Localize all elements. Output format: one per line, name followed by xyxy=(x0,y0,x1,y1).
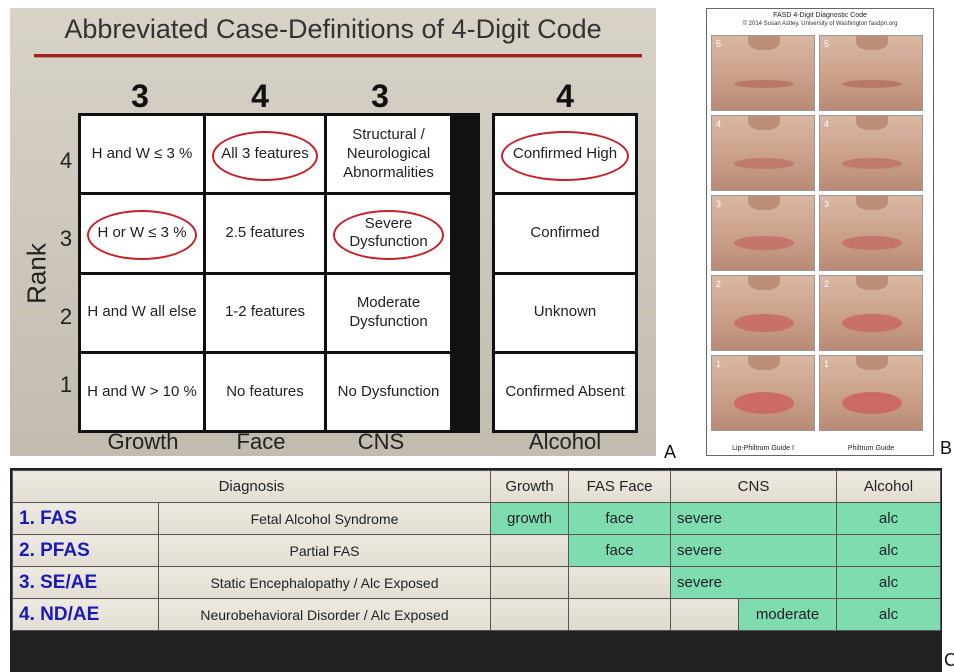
criterion-alcohol: alc xyxy=(836,566,942,599)
cell-face-4: All 3 features xyxy=(206,116,324,193)
guide-heading: FASD 4-Digit Diagnostic Code xyxy=(773,12,867,19)
criterion-cns: moderate xyxy=(737,598,838,631)
table-row: 1. FAS Fetal Alcohol Syndrome growth fac… xyxy=(12,502,942,535)
rank-axis-label: Rank xyxy=(21,243,52,304)
panel-a-title: Abbreviated Case-Definitions of 4-Digit … xyxy=(64,14,602,44)
table-row: 4. ND/AE Neurobehavioral Disorder / Alc … xyxy=(12,598,942,631)
cell-growth-3: H or W ≤ 3 % xyxy=(81,195,203,272)
code-digit-alcohol: 4 xyxy=(556,78,574,114)
level-number: 5 xyxy=(716,39,722,49)
column-label-cns: CNS xyxy=(357,429,405,454)
cell-alcohol-4: Confirmed High xyxy=(495,116,635,193)
criterion-growth: growth xyxy=(490,502,569,535)
criterion-growth xyxy=(490,566,569,599)
header-diagnosis: Diagnosis xyxy=(12,470,491,503)
case-definition-panel: Abbreviated Case-Definitions of 4-Digit … xyxy=(10,8,656,456)
criterion-face xyxy=(568,598,671,631)
cell-cns-3: Severe Dysfunction xyxy=(327,195,450,272)
table-row: 2. PFAS Partial FAS face severe alc xyxy=(12,534,942,567)
diagnosis-name: Neurobehavioral Disorder / Alc Exposed xyxy=(158,598,491,631)
column-label-face: Face xyxy=(236,429,286,454)
column-label-growth: Growth xyxy=(107,429,179,454)
criterion-cns-empty xyxy=(670,598,739,631)
lip-photo-profile: 1 xyxy=(819,355,923,431)
guide-footer-right: Philtrum Guide xyxy=(847,445,895,452)
criterion-cns: severe xyxy=(669,534,838,567)
cell-alcohol-1: Confirmed Absent xyxy=(495,353,635,430)
level-number: 3 xyxy=(716,199,722,209)
cell-growth-4: H and W ≤ 3 % xyxy=(81,116,203,193)
diagnosis-name: Partial FAS xyxy=(158,534,491,567)
lip-photo-profile: 3 xyxy=(819,195,923,271)
cell-cns-1: No Dysfunction xyxy=(327,353,450,430)
rank-number: 2 xyxy=(59,304,73,329)
panel-tag-b: B xyxy=(940,438,953,458)
diagnosis-name: Static Encephalopathy / Alc Exposed xyxy=(158,566,491,599)
table-row: 3. SE/AE Static Encephalopathy / Alc Exp… xyxy=(12,566,942,599)
criterion-cns: severe xyxy=(669,502,838,535)
lip-philtrum-guide: FASD 4-Digit Diagnostic Code © 2014 Susa… xyxy=(706,8,934,456)
level-number: 1 xyxy=(824,359,830,369)
criterion-growth xyxy=(490,598,569,631)
code-digit-face: 4 xyxy=(251,78,269,114)
level-number: 5 xyxy=(824,39,830,49)
rank-number: 3 xyxy=(59,226,73,251)
panel-tag-c: C xyxy=(944,650,954,670)
panel-tag-a: A xyxy=(664,442,677,462)
lip-photo-profile: 2 xyxy=(819,275,923,351)
lip-photo-profile: 5 xyxy=(819,35,923,111)
diagnosis-table: Diagnosis Growth FAS Face CNS Alcohol 1.… xyxy=(12,470,942,631)
lip-photo-front: 4 xyxy=(711,115,815,191)
header-growth: Growth xyxy=(490,470,569,503)
level-number: 4 xyxy=(824,119,830,129)
diagnosis-table-panel: Diagnosis Growth FAS Face CNS Alcohol 1.… xyxy=(10,468,942,672)
lip-photo-front: 1 xyxy=(711,355,815,431)
cell-face-1: No features xyxy=(206,353,324,430)
alcohol-grid: Confirmed High Confirmed Unknown Confirm… xyxy=(492,113,638,433)
header-alcohol: Alcohol xyxy=(836,470,942,503)
cell-growth-2: H and W all else xyxy=(81,274,203,351)
criterion-face xyxy=(568,566,671,599)
cell-alcohol-2: Unknown xyxy=(495,274,635,351)
cell-face-2: 1-2 features xyxy=(206,274,324,351)
cell-alcohol-3: Confirmed xyxy=(495,195,635,272)
cell-growth-1: H and W > 10 % xyxy=(81,353,203,430)
criterion-face: face xyxy=(568,502,671,535)
criterion-cns: severe xyxy=(669,566,838,599)
criterion-alcohol: alc xyxy=(836,502,942,535)
level-number: 3 xyxy=(824,199,830,209)
diagnosis-code: 2. PFAS xyxy=(12,534,159,567)
title-underline xyxy=(34,54,642,57)
rank-number: 4 xyxy=(59,148,73,173)
code-digit-cns: 3 xyxy=(371,78,389,114)
diagnosis-code: 4. ND/AE xyxy=(12,598,159,631)
criterion-growth xyxy=(490,534,569,567)
diagnosis-name: Fetal Alcohol Syndrome xyxy=(158,502,491,535)
diagnosis-code: 3. SE/AE xyxy=(12,566,159,599)
rank-number: 1 xyxy=(59,372,73,397)
level-number: 2 xyxy=(716,279,722,289)
level-number: 4 xyxy=(716,119,722,129)
criterion-alcohol: alc xyxy=(836,534,942,567)
guide-subheading: © 2014 Susan Astley, University of Washi… xyxy=(742,21,898,27)
lip-photo-front: 5 xyxy=(711,35,815,111)
diagnosis-code: 1. FAS xyxy=(12,502,159,535)
lip-photo-profile: 4 xyxy=(819,115,923,191)
definition-grid: H and W ≤ 3 % All 3 features Structural … xyxy=(78,113,480,433)
lip-photo-front: 3 xyxy=(711,195,815,271)
criterion-alcohol: alc xyxy=(836,598,942,631)
cell-cns-4: Structural / Neurological Abnormalities xyxy=(327,116,450,193)
criterion-face: face xyxy=(568,534,671,567)
header-cns: CNS xyxy=(669,470,838,503)
header-fas-face: FAS Face xyxy=(568,470,671,503)
code-digit-growth: 3 xyxy=(131,78,149,114)
column-label-alcohol: Alcohol xyxy=(528,429,602,454)
cell-face-3: 2.5 features xyxy=(206,195,324,272)
level-number: 1 xyxy=(716,359,722,369)
level-number: 2 xyxy=(824,279,830,289)
guide-footer-left: Lip-Philtrum Guide I xyxy=(732,445,794,452)
lip-photo-front: 2 xyxy=(711,275,815,351)
cell-cns-2: Moderate Dysfunction xyxy=(327,274,450,351)
